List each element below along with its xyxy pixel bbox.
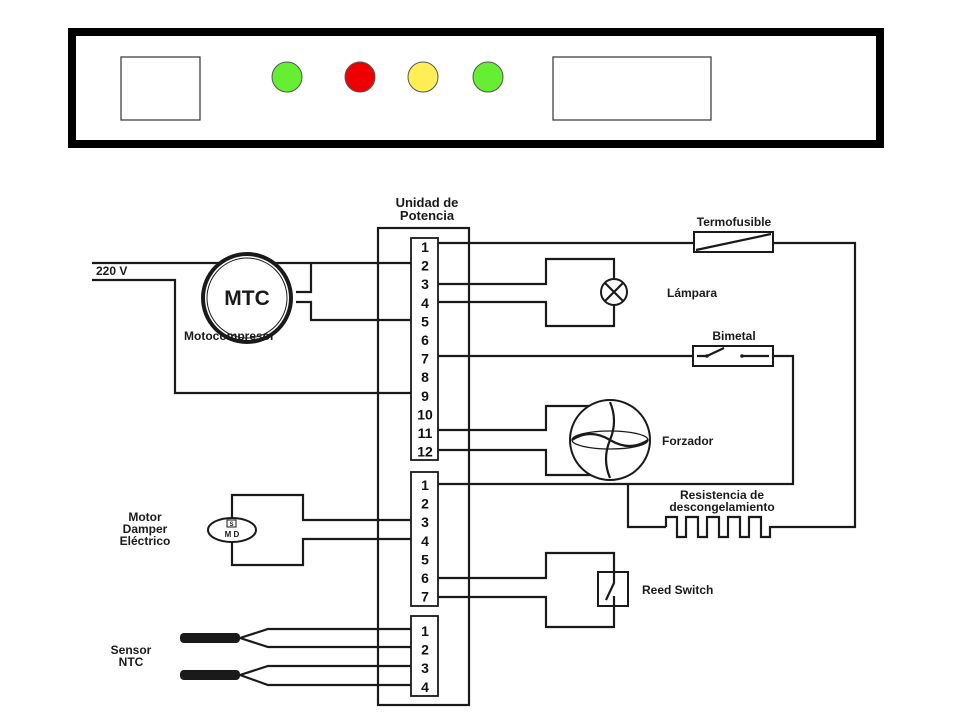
control-panel <box>68 28 884 148</box>
block1-pin-6: 6 <box>421 332 429 348</box>
lamp-icon <box>600 278 628 306</box>
motor-label-line1: Motor <box>128 510 162 524</box>
block1-pin-4: 4 <box>421 295 429 311</box>
heater-element-icon <box>664 515 790 539</box>
bimetal-label: Bimetal <box>712 329 755 343</box>
connector-block-3 <box>410 615 439 697</box>
block1-pin-12: 12 <box>417 444 433 460</box>
resistencia-circuit: Resistencia de descongelamiento <box>626 484 790 539</box>
supply-voltage-label: 220 V <box>96 264 127 278</box>
display-right <box>552 56 712 121</box>
power-unit-title-line1: Unidad de <box>396 195 459 210</box>
block3-pin-1: 1 <box>421 623 429 639</box>
block2-pin-2: 2 <box>421 496 429 512</box>
display-left <box>120 56 201 121</box>
mtc-label: MTC <box>224 287 270 310</box>
sensor-ntc-circuit: Sensor NTC <box>111 627 411 687</box>
reed-switch-icon <box>597 571 629 607</box>
reed-switch-label: Reed Switch <box>642 583 713 597</box>
indicator-light-red <box>344 61 376 93</box>
block2-pin-6: 6 <box>421 570 429 586</box>
block2-pin-5: 5 <box>421 551 429 567</box>
lampara-label: Lámpara <box>667 286 717 300</box>
block1-pin-8: 8 <box>421 369 429 385</box>
block3-pin-4: 4 <box>421 679 429 695</box>
block1-pin-5: 5 <box>421 313 429 329</box>
motocompresor-label: Motocompresor <box>184 329 275 343</box>
motor-label-line3: Eléctrico <box>120 534 171 548</box>
block1-pin-2: 2 <box>421 258 429 274</box>
block3-pin-2: 2 <box>421 642 429 658</box>
forzador-label: Forzador <box>662 434 714 448</box>
block1-pin-3: 3 <box>421 276 429 292</box>
motocompresor-symbol <box>201 252 293 344</box>
fan-icon <box>569 399 651 481</box>
md-bottom-label: M D <box>225 530 240 539</box>
connector-block-2 <box>410 471 439 607</box>
connector-block-2-pins: 1 2 3 4 5 6 7 <box>421 477 429 605</box>
connector-block-3-pins: 1 2 3 4 <box>421 623 429 695</box>
connector-block-1 <box>410 237 439 461</box>
block1-pin-10: 10 <box>417 406 433 422</box>
block2-pin-3: 3 <box>421 514 429 530</box>
reed-switch-circuit: Reed Switch <box>438 551 713 629</box>
indicator-light-green-1 <box>271 61 303 93</box>
termofusible-circuit: Termofusible <box>438 215 857 529</box>
block2-pin-1: 1 <box>421 477 429 493</box>
supply-circuit: 220 V MTC Motocompresor <box>92 252 411 395</box>
ntc-probe-1 <box>180 633 240 643</box>
power-unit-title-line2: Potencia <box>400 208 455 223</box>
block1-pin-11: 11 <box>418 425 433 441</box>
termofusible-label: Termofusible <box>697 215 772 229</box>
sensor-label-line2: NTC <box>119 655 144 669</box>
resistencia-label-line1: Resistencia de <box>680 488 764 502</box>
motor-damper-circuit: S M D Motor Damper Eléctrico <box>120 493 411 567</box>
sensor-label-line1: Sensor <box>111 643 152 657</box>
motor-label-line2: Damper <box>123 522 168 536</box>
block2-pin-4: 4 <box>421 533 429 549</box>
motor-damper-icon: S M D <box>207 517 257 543</box>
ntc-probe-2 <box>180 670 240 680</box>
block1-pin-9: 9 <box>421 388 429 404</box>
block1-pin-7: 7 <box>421 351 429 367</box>
indicator-light-green-2 <box>472 61 504 93</box>
lampara-circuit: Lámpara <box>438 257 717 328</box>
block2-pin-7: 7 <box>421 589 429 605</box>
block3-pin-3: 3 <box>421 660 429 676</box>
block1-pin-1: 1 <box>421 239 429 255</box>
md-top-label: S <box>229 522 233 528</box>
indicator-light-yellow <box>407 61 439 93</box>
bimetal-symbol <box>692 345 774 367</box>
forzador-circuit: Forzador <box>438 399 714 481</box>
resistencia-label-line2: descongelamiento <box>669 500 774 514</box>
bimetal-circuit: Bimetal <box>438 329 795 486</box>
